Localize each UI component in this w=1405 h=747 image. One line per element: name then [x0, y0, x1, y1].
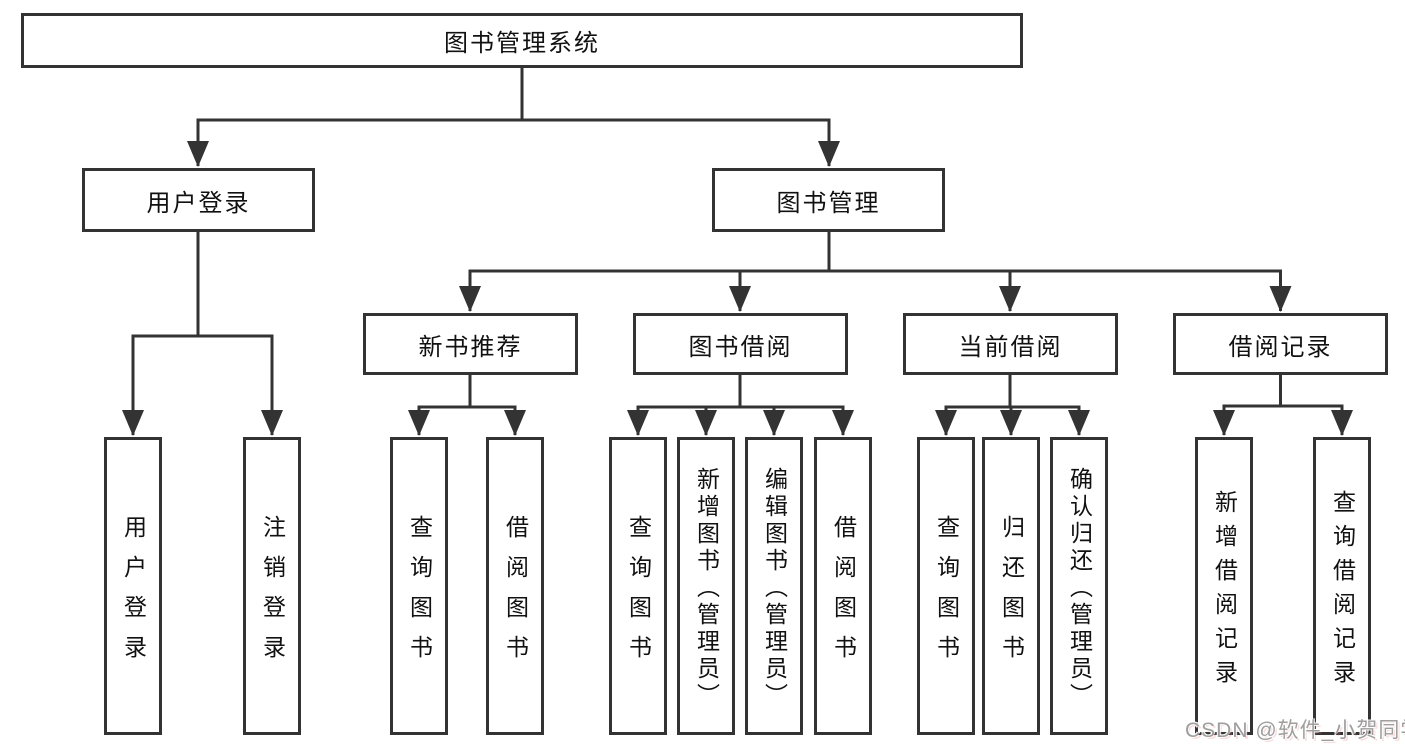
node-current-borrow: 当前借阅: [903, 313, 1118, 375]
node-book-borrow: 图书借阅: [633, 313, 848, 375]
leaf-query-books-current: 查询图书: [917, 437, 975, 735]
node-new-book-recommend: 新书推荐: [363, 313, 578, 375]
node-user-login-label: 用户登录: [146, 189, 251, 217]
csdn-watermark: CSDN @软件_小贺同学: [1185, 719, 1405, 742]
leaf-add-book-admin: 新增图书（管理员）: [677, 437, 735, 735]
leaf-borrow-books-newbook-label: 借阅图书: [502, 514, 529, 675]
node-book-borrow-label: 图书借阅: [688, 333, 793, 361]
leaf-logout: 注销登录: [243, 437, 301, 735]
leaf-logout-label: 注销登录: [259, 514, 286, 675]
node-new-book-recommend-label: 新书推荐: [418, 333, 523, 361]
leaf-edit-book-admin: 编辑图书（管理员）: [745, 437, 803, 735]
node-user-login: 用户登录: [82, 168, 315, 232]
leaf-query-books-newbook-label: 查询图书: [406, 514, 433, 675]
leaf-query-borrow-record-label: 查询借阅记录: [1329, 489, 1356, 694]
leaf-query-books-newbook: 查询图书: [390, 437, 448, 735]
leaf-borrow-books-newbook: 借阅图书: [486, 437, 544, 735]
node-current-borrow-label: 当前借阅: [958, 333, 1063, 361]
leaf-confirm-return-admin: 确认归还（管理员）: [1050, 437, 1108, 735]
leaf-user-login-label: 用户登录: [120, 514, 147, 675]
node-book-management-label: 图书管理: [776, 189, 881, 217]
leaf-query-books-current-label: 查询图书: [933, 514, 960, 675]
leaf-add-borrow-record: 新增借阅记录: [1195, 437, 1253, 735]
node-root-label: 图书管理系统: [444, 30, 600, 57]
leaf-borrow-books-borrow: 借阅图书: [814, 437, 872, 735]
leaf-borrow-books-borrow-label: 借阅图书: [830, 514, 857, 675]
node-borrow-record: 借阅记录: [1173, 313, 1388, 375]
leaf-confirm-return-admin-label: 确认归还（管理员）: [1066, 466, 1093, 710]
leaf-add-borrow-record-label: 新增借阅记录: [1211, 489, 1238, 694]
leaf-user-login: 用户登录: [104, 437, 162, 735]
node-book-management: 图书管理: [712, 168, 945, 232]
leaf-return-book-label: 归还图书: [998, 514, 1025, 675]
leaf-query-books-borrow: 查询图书: [609, 437, 667, 735]
leaf-edit-book-admin-label: 编辑图书（管理员）: [761, 466, 788, 710]
leaf-add-book-admin-label: 新增图书（管理员）: [693, 466, 720, 710]
leaf-query-books-borrow-label: 查询图书: [625, 514, 652, 675]
leaf-query-borrow-record: 查询借阅记录: [1313, 437, 1371, 735]
node-borrow-record-label: 借阅记录: [1228, 333, 1333, 361]
leaf-return-book: 归还图书: [982, 437, 1040, 735]
node-root: 图书管理系统: [21, 13, 1023, 68]
